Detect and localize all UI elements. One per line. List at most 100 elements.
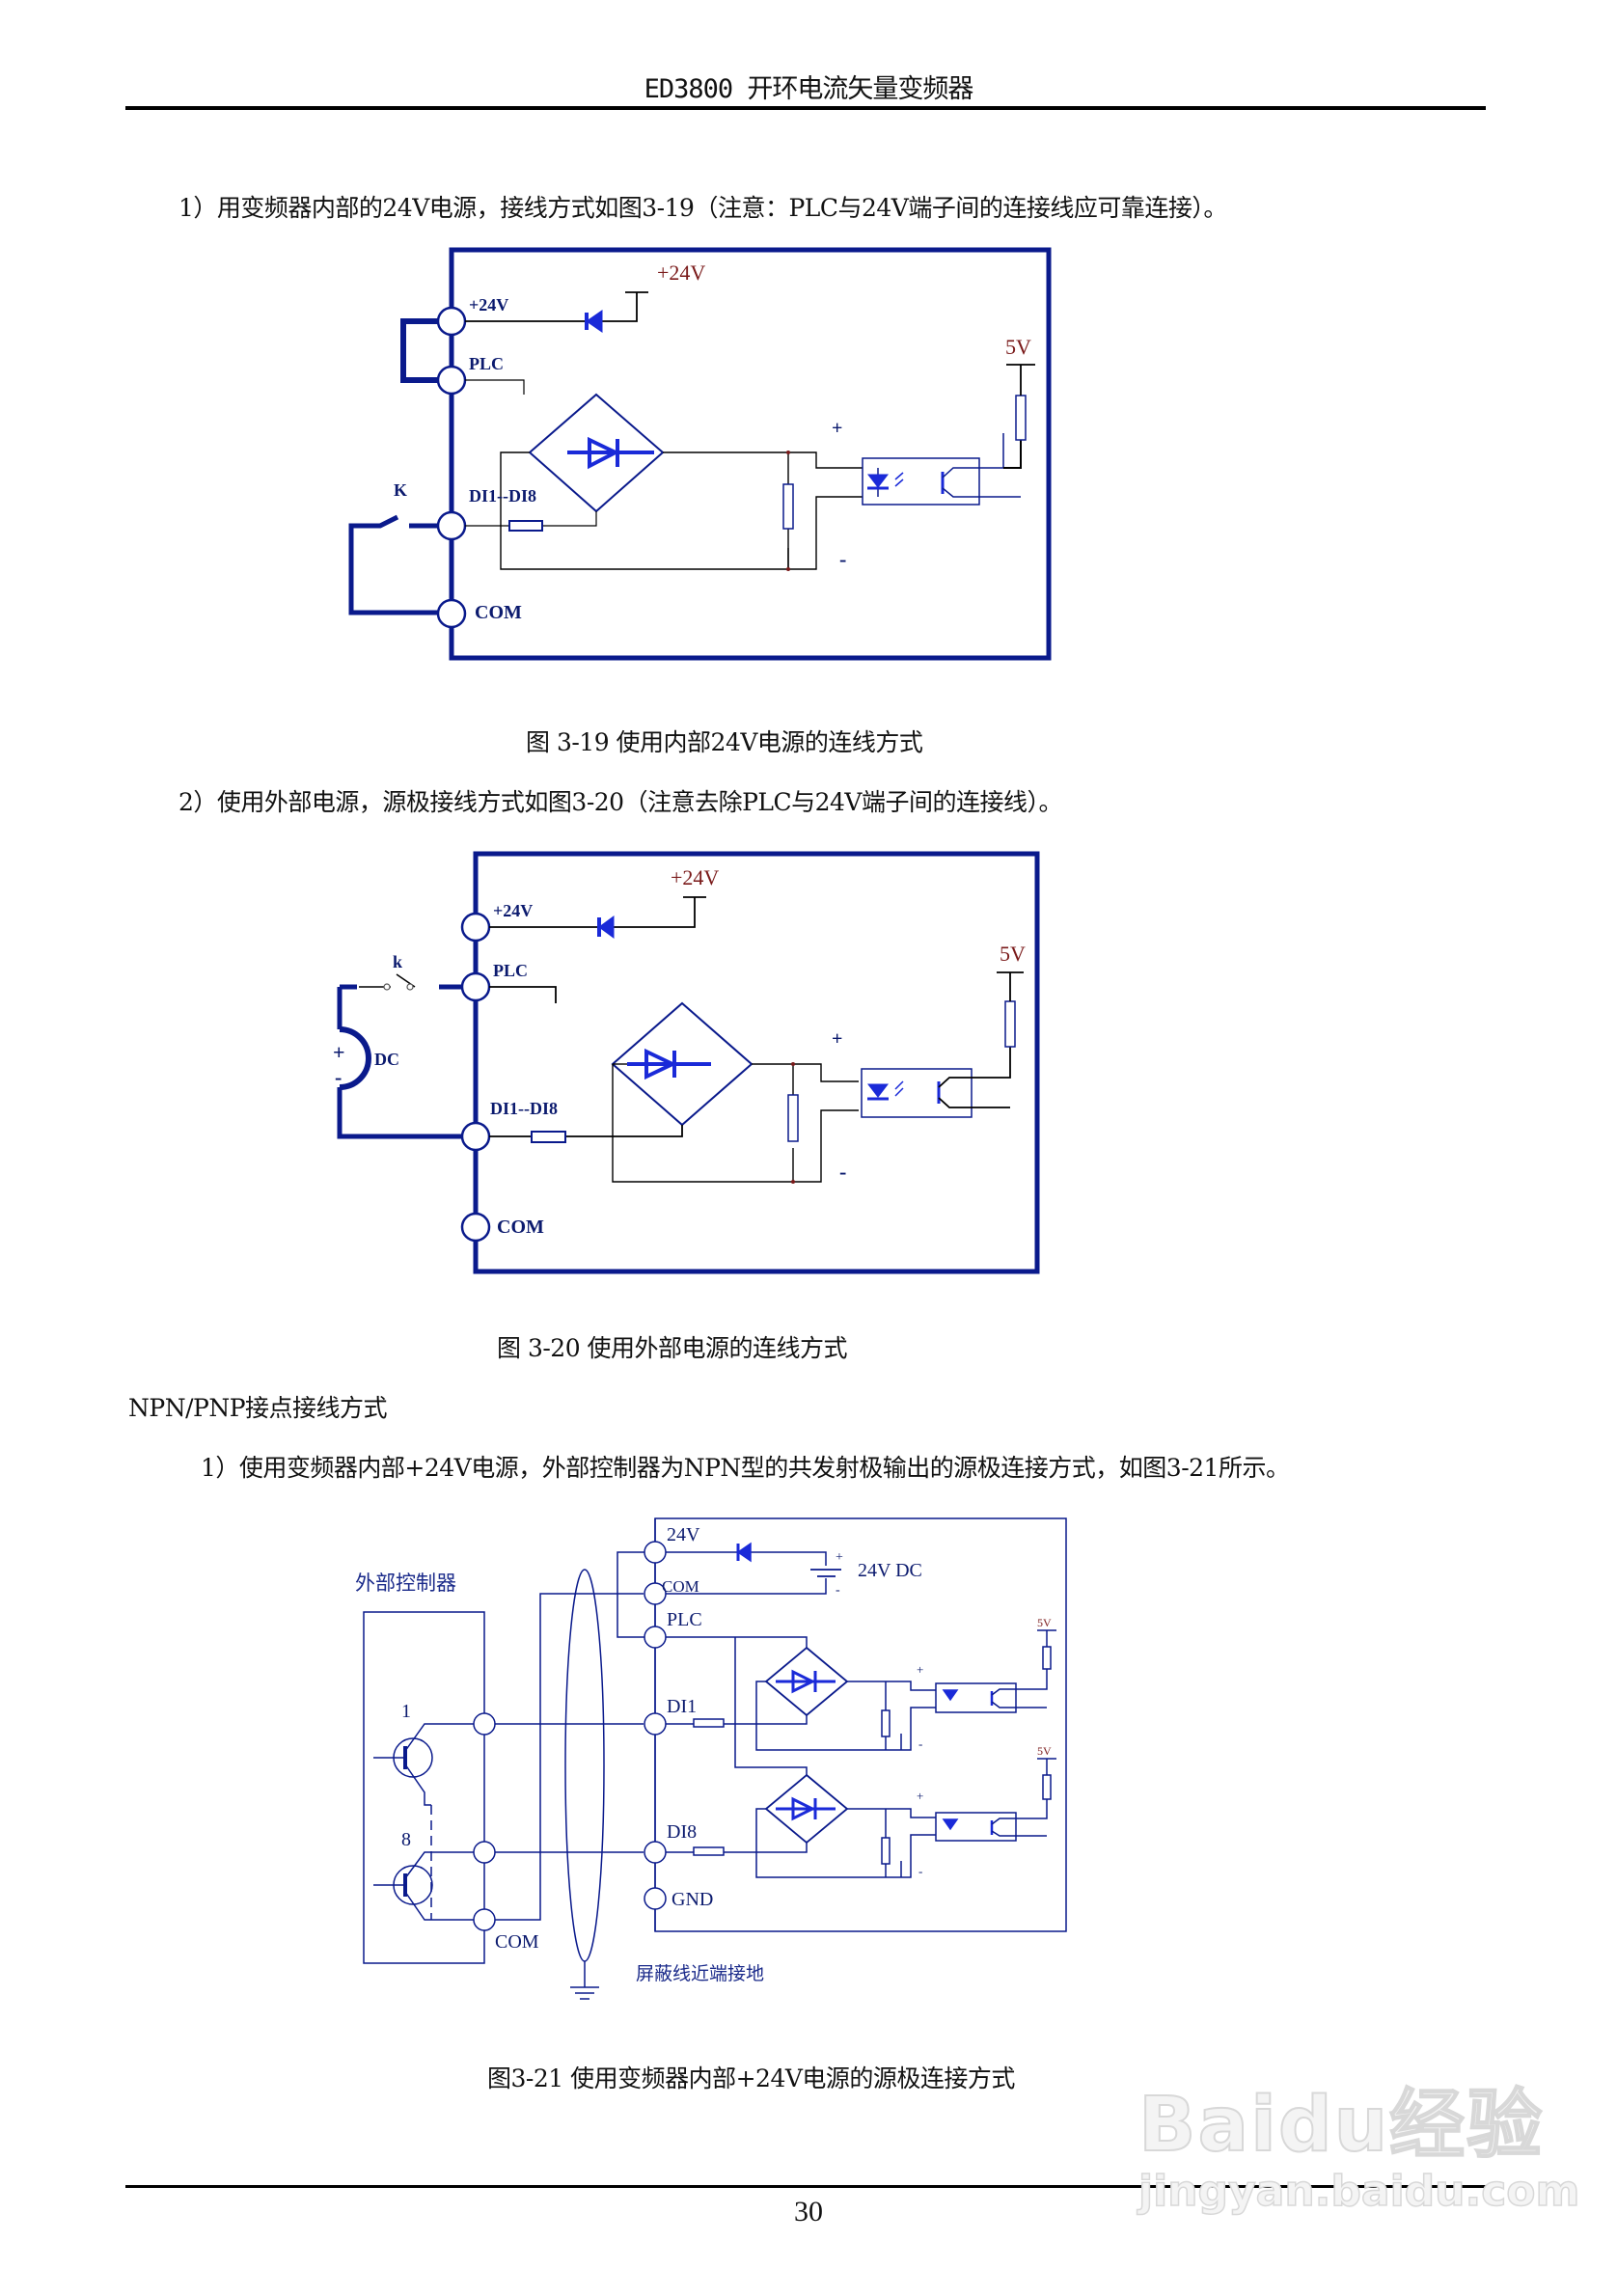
optocoupler-2 <box>935 1812 1017 1842</box>
label-24v-dc: 24V DC <box>858 1560 922 1581</box>
label-dc-minus: - <box>335 1065 342 1089</box>
terminal-plc <box>460 971 491 1002</box>
controller-terminal-com <box>473 1908 496 1931</box>
di-wire <box>489 1125 683 1137</box>
wire-segment <box>894 1080 904 1097</box>
inverter-boundary <box>449 247 1052 661</box>
label-5v: 5V <box>1005 335 1031 359</box>
wire-segment <box>666 1551 827 1595</box>
switch-k <box>348 514 438 615</box>
label-minus-1: - <box>918 1736 922 1751</box>
wire-segment <box>383 983 391 991</box>
optocoupler <box>862 457 980 506</box>
terminal-plc <box>436 365 467 396</box>
wire-segment <box>406 983 414 991</box>
plc-wire <box>465 379 525 395</box>
wire-segment <box>1042 1774 1052 1800</box>
di1-wire <box>666 1715 808 1725</box>
label-di1: DI1 <box>667 1696 697 1717</box>
figure-3-21-caption: 图3-21 使用变频器内部+24V电源的源极连接方式 <box>487 2064 1015 2092</box>
wire-segment <box>693 1846 725 1856</box>
label-24v: +24V <box>493 901 533 920</box>
wire-segment <box>495 1593 644 1921</box>
wire-segment <box>942 1689 959 1702</box>
di-wire <box>465 511 597 527</box>
bridge-output-wire <box>612 1063 859 1183</box>
inverter-boundary <box>473 851 1040 1274</box>
terminal-24v <box>436 306 467 337</box>
wire-segment <box>776 1669 836 1694</box>
wire-segment <box>786 567 790 571</box>
wire-segment <box>791 1062 795 1066</box>
wire-segment <box>788 451 863 570</box>
bridge-diode-icon <box>627 1048 711 1080</box>
label-switch: K <box>394 480 407 500</box>
page-number: 30 <box>794 2196 823 2228</box>
controller-terminal-8 <box>473 1841 496 1864</box>
wire-segment <box>1037 1758 1056 1775</box>
label-di: DI1--DI8 <box>490 1099 558 1118</box>
pullup-resistor <box>1004 1000 1016 1048</box>
wire-segment <box>786 451 790 454</box>
label-plc: PLC <box>469 354 504 373</box>
plc-jumper-wire <box>400 318 439 383</box>
label-supply: +24V <box>671 865 719 889</box>
label-controller-com: COM <box>495 1931 539 1953</box>
controller-terminal-1 <box>473 1712 496 1736</box>
label-output-8: 8 <box>401 1829 411 1850</box>
label-dc: DC <box>374 1050 399 1069</box>
label-minus-2: - <box>918 1864 922 1878</box>
di-resistor <box>508 520 543 532</box>
wire-segment <box>991 1799 1048 1837</box>
led-icon <box>866 474 890 488</box>
dc-source <box>339 1026 371 1090</box>
wire-segment <box>942 433 1021 498</box>
header-rule <box>125 106 1486 110</box>
shield-ellipse <box>564 1569 605 1962</box>
terminal-di <box>460 1121 491 1152</box>
label-dc-minus: - <box>836 1583 840 1598</box>
optocoupler <box>861 1068 973 1118</box>
label-5v-2: 5V <box>1037 1744 1052 1758</box>
wire-segment <box>373 1723 474 1921</box>
wire-segment <box>881 1837 891 1865</box>
label-plus-1: + <box>917 1662 923 1677</box>
wire-segment <box>810 1569 841 1577</box>
terminal-24v <box>460 912 491 943</box>
wire-segment <box>776 1796 836 1821</box>
terminal-plc <box>644 1626 667 1649</box>
shunt-resistor <box>787 1094 799 1142</box>
wire-segment <box>997 971 1024 1001</box>
label-di8: DI8 <box>667 1821 697 1843</box>
label-switch: k <box>393 952 402 971</box>
wire-segment <box>938 1047 1011 1108</box>
label-5v: 5V <box>1000 942 1026 966</box>
wire-segment <box>755 1681 936 1751</box>
terminal-gnd <box>644 1887 667 1910</box>
label-5v-1: 5V <box>1037 1616 1052 1629</box>
bridge-output-wire <box>500 451 789 570</box>
label-plus-2: + <box>917 1789 923 1803</box>
plc-wire <box>489 986 557 1003</box>
label-com: COM <box>475 602 522 623</box>
wire-segment <box>894 472 904 487</box>
wire-segment <box>755 1808 936 1878</box>
controller-boundary <box>363 1611 485 1964</box>
terminal-di8 <box>644 1841 667 1864</box>
ground-icon <box>570 1961 599 2000</box>
wire-segment <box>791 1180 795 1184</box>
label-com: COM <box>662 1577 699 1596</box>
shunt-resistor <box>782 483 794 530</box>
label-output-1: 1 <box>401 1701 411 1722</box>
section2-intro: 2）使用外部电源，源极接线方式如图3-20（注意去除PLC与24V端子间的连接线… <box>178 788 1063 816</box>
label-24v: 24V <box>667 1524 700 1545</box>
di8-wire <box>666 1843 808 1853</box>
terminal-di1 <box>644 1712 667 1736</box>
wire-segment <box>942 1818 959 1831</box>
pullup-resistor <box>1015 395 1027 441</box>
label-dc-plus: + <box>836 1550 843 1565</box>
diode-icon <box>736 1542 752 1563</box>
terminal-com <box>436 598 467 629</box>
figure-3-19-caption: 图 3-19 使用内部24V电源的连线方式 <box>526 728 923 756</box>
bridge-diode-icon <box>588 436 620 470</box>
